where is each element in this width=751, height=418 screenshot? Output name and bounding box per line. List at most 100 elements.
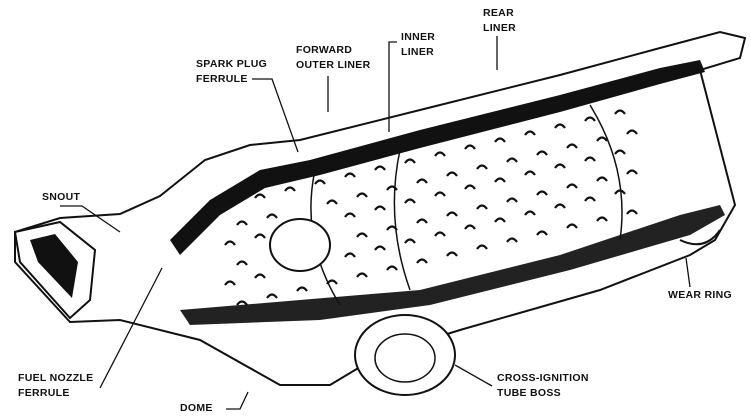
cooling-hole [554,203,566,209]
cooling-hole [374,205,386,211]
cooling-hole [494,177,506,183]
cooling-hole [506,197,518,203]
cooling-hole [224,200,236,206]
primary-air-hole [269,218,331,272]
cooling-hole [614,149,626,155]
cooling-hole [536,190,548,196]
liner-seam-3 [589,104,623,241]
cooling-hole [296,286,308,292]
cooling-hole [236,300,248,306]
cooling-hole [434,151,446,157]
cooling-hole [386,185,398,191]
leader-wear-ring [685,257,691,288]
cooling-hole [536,230,548,236]
cooling-hole [266,213,278,219]
cooling-hole [494,137,506,143]
label-line: TUBE BOSS [497,387,561,399]
label-line: LINER [401,46,434,58]
cooling-hole [416,258,428,264]
cooling-hole [524,170,536,176]
cooling-hole [386,225,398,231]
leader-snout [60,205,121,233]
label-snout: SNOUT [42,191,81,203]
label-line: INNER [401,31,436,43]
cooling-hole [554,123,566,129]
cooling-hole [344,212,356,218]
cooling-hole [416,218,428,224]
cooling-hole [224,240,236,246]
cooling-hole [254,233,266,239]
label-fuel-nozzle-ferrule: FUEL NOZZLE FERRULE [18,371,93,401]
cooling-hole [584,196,596,202]
label-cross-ignition-tube-boss: CROSS-IGNITION TUBE BOSS [497,371,589,401]
cooling-hole [596,216,608,222]
leader-spark-plug-ferrule [252,78,299,153]
cooling-hole [326,199,338,205]
cooling-hole [596,136,608,142]
snout-interior [30,234,78,298]
cooling-hole [236,260,248,266]
cooling-hole [446,251,458,257]
label-line: SPARK PLUG [196,58,268,70]
cooling-hole [464,224,476,230]
cooling-hole [434,191,446,197]
label-line: LINER [483,22,516,34]
label-line: OUTER LINER [296,59,371,71]
cooling-hole [476,164,488,170]
cooling-hole [374,245,386,251]
cooling-hole [626,129,638,135]
label-line: FERRULE [18,387,70,399]
liner-seam-2 [393,149,411,291]
cooling-hole [494,217,506,223]
leader-lines [60,36,691,410]
cooling-hole [524,210,536,216]
cooling-hole [344,252,356,258]
cooling-hole [404,158,416,164]
cooling-hole [476,244,488,250]
cooling-hole [476,204,488,210]
cooling-hole [614,109,626,115]
cooling-hole [566,183,578,189]
label-line: FERRULE [196,73,248,85]
wear-ring [679,229,721,246]
cooling-hole [356,232,368,238]
cooling-hole [446,171,458,177]
cooling-hole [464,144,476,150]
cooling-hole [254,273,266,279]
label-dome: DOME [180,402,213,414]
cooling-hole [554,163,566,169]
cooling-hole [374,165,386,171]
cooling-hole [446,211,458,217]
cooling-hole [344,172,356,178]
cooling-hole [566,143,578,149]
cooling-hole [626,169,638,175]
cooling-hole [434,231,446,237]
cooling-hole [566,223,578,229]
leader-fuel-nozzle-ferrule [99,267,163,389]
cooling-hole [584,116,596,122]
cooling-hole [584,156,596,162]
label-forward-outer-liner: FORWARD OUTER LINER [296,43,370,73]
cooling-hole [404,198,416,204]
cooling-hole [356,272,368,278]
cooling-hole [614,189,626,195]
lower-cut-edge [180,205,725,325]
label-line: CROSS-IGNITION [497,372,589,384]
cooling-hole [284,186,296,192]
cooling-hole [596,176,608,182]
leader-cross-ignition [454,364,493,387]
inner-liner-cut-edge [170,60,705,255]
cooling-hole [236,220,248,226]
cooling-hole [536,150,548,156]
cooling-holes [224,109,638,306]
cooling-hole [506,237,518,243]
cooling-hole [254,193,266,199]
leader-inner-liner [388,41,397,132]
leader-dome [226,391,249,410]
label-line: FUEL NOZZLE [18,372,94,384]
cross-ignition-bore [374,333,436,383]
cooling-hole [464,184,476,190]
cooling-hole [314,179,326,185]
label-wear-ring: WEAR RING [668,289,732,301]
